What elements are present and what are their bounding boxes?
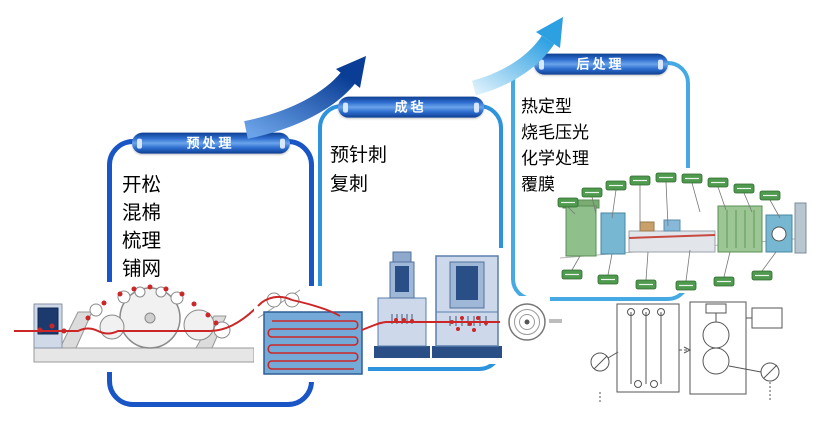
step-label: 混棉	[122, 203, 162, 224]
panel-post-treatment-header: 后处理	[533, 53, 668, 75]
pill-endcap-left-icon	[342, 102, 348, 113]
step-label: 复刺	[330, 174, 369, 195]
step-label: 预针刺	[330, 145, 388, 166]
step-label: 化学处理	[521, 149, 589, 168]
pill-endcap-left-icon	[538, 59, 544, 70]
finishing-schematic-figure	[583, 301, 795, 422]
panel-pretreatment-header: 预处理	[131, 132, 290, 154]
step-label: 梳理	[122, 231, 162, 252]
step-label: 覆膜	[521, 175, 555, 194]
pill-endcap-right-icon	[657, 59, 663, 70]
panel-felting-header: 成毡	[337, 96, 484, 118]
post-treatment-steps: 热定型 烧毛压光 化学处理 覆膜	[521, 94, 589, 198]
pretreatment-steps: 开松 混棉 梳理 铺网	[122, 172, 161, 284]
step-label: 铺网	[122, 259, 162, 280]
felting-steps: 预针刺 复刺	[330, 141, 387, 199]
pill-endcap-right-icon	[279, 138, 285, 149]
panel-post-treatment: 后处理 热定型 烧毛压光 化学处理 覆膜	[511, 53, 690, 301]
wound-roll-figure	[500, 296, 562, 346]
panel-pretreatment: 预处理 开松 混棉 梳理 铺网	[107, 132, 314, 407]
panel-felting-title: 成毡	[394, 99, 427, 115]
panel-pretreatment-title: 预处理	[186, 135, 235, 151]
pill-endcap-left-icon	[136, 138, 142, 149]
step-label: 开松	[122, 175, 162, 196]
panel-felting: 成毡 预针刺 复刺	[318, 96, 503, 371]
step-label: 烧毛压光	[521, 123, 589, 142]
panel-post-treatment-title: 后处理	[576, 56, 625, 72]
pill-endcap-right-icon	[473, 102, 479, 113]
step-label: 热定型	[521, 97, 572, 116]
